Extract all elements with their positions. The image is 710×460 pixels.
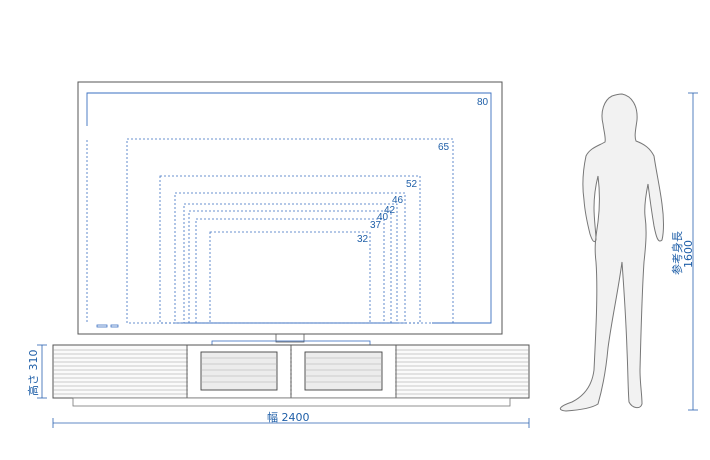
reference-height-label: 参考身長 [670, 231, 684, 275]
size-label-37: 37 [370, 220, 382, 231]
reference-height-dimension [688, 92, 698, 411]
glass-door-right [304, 351, 383, 391]
size-label-46: 46 [392, 195, 404, 206]
size-label-65: 65 [438, 142, 450, 153]
tv-bezel [77, 81, 503, 335]
screen-outline-32 [209, 231, 371, 324]
size-label-32: 32 [357, 234, 369, 245]
size-label-40: 40 [377, 212, 389, 223]
screen-size-outlines [86, 92, 492, 324]
size-label-42: 42 [384, 205, 396, 216]
tv-board-plinth [72, 397, 511, 407]
screen-outline-46 [174, 192, 406, 324]
size-label-52: 52 [406, 179, 418, 190]
reference-height-value: 1600 [682, 240, 695, 268]
glass-door-left [200, 351, 278, 391]
screen-outline-80 [86, 92, 492, 324]
screen-outline-65 [126, 138, 454, 324]
size-label-80: 80 [477, 97, 489, 108]
tv-set [77, 81, 503, 346]
tv-stand-neck [275, 333, 305, 343]
screen-outline-52 [159, 175, 421, 324]
tv-board-dividers [186, 345, 397, 398]
screen-outline-37 [195, 218, 385, 324]
height-label: 高さ 310 [26, 350, 40, 397]
screen-outline-42 [183, 203, 398, 324]
tv-sensor [110, 324, 119, 328]
tv-board [52, 344, 530, 407]
width-label: 幅 2400 [267, 411, 310, 424]
width-dimension [52, 418, 530, 428]
screen-size-labels: 80 65 52 46 42 40 37 32 [357, 97, 489, 245]
tv-power-led [96, 324, 108, 328]
height-dimension [37, 344, 47, 399]
screen-outline-40 [188, 210, 392, 324]
person-silhouette-icon [559, 93, 664, 412]
tv-board-glass-doors [188, 346, 395, 397]
